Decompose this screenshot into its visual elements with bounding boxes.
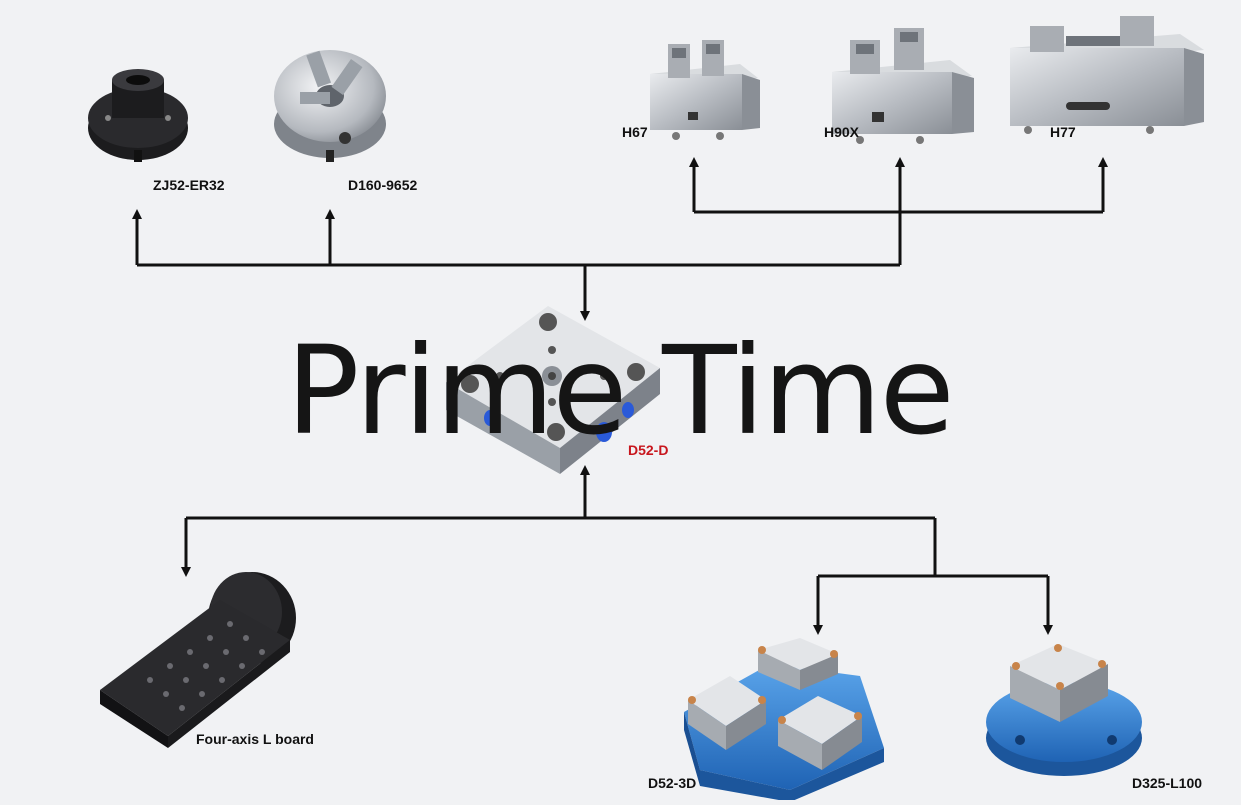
label-d52-d: D52-D [628, 442, 669, 458]
four-axis-l-board-image [100, 572, 296, 748]
d160-9652-image [274, 50, 386, 162]
d52-d-image [446, 306, 660, 474]
label-four-axis-l-board: Four-axis L board [196, 731, 314, 747]
page-title: Prime Time [286, 320, 955, 462]
label-zj52-er32: ZJ52-ER32 [153, 177, 225, 193]
h77-image [1010, 16, 1204, 134]
connector-lines [132, 157, 1108, 635]
label-h67: H67 [622, 124, 648, 140]
label-h90x: H90X [824, 124, 860, 140]
d325-l100-image [986, 644, 1142, 776]
d52-3d-image [684, 638, 884, 802]
h90x-image [832, 28, 974, 144]
label-d325-l100: D325-L100 [1132, 775, 1203, 791]
h67-image [650, 40, 760, 140]
label-h77: H77 [1050, 124, 1076, 140]
zj52-er32-image [88, 69, 188, 162]
label-d52-3d: D52-3D [648, 775, 697, 791]
label-d160-9652: D160-9652 [348, 177, 418, 193]
